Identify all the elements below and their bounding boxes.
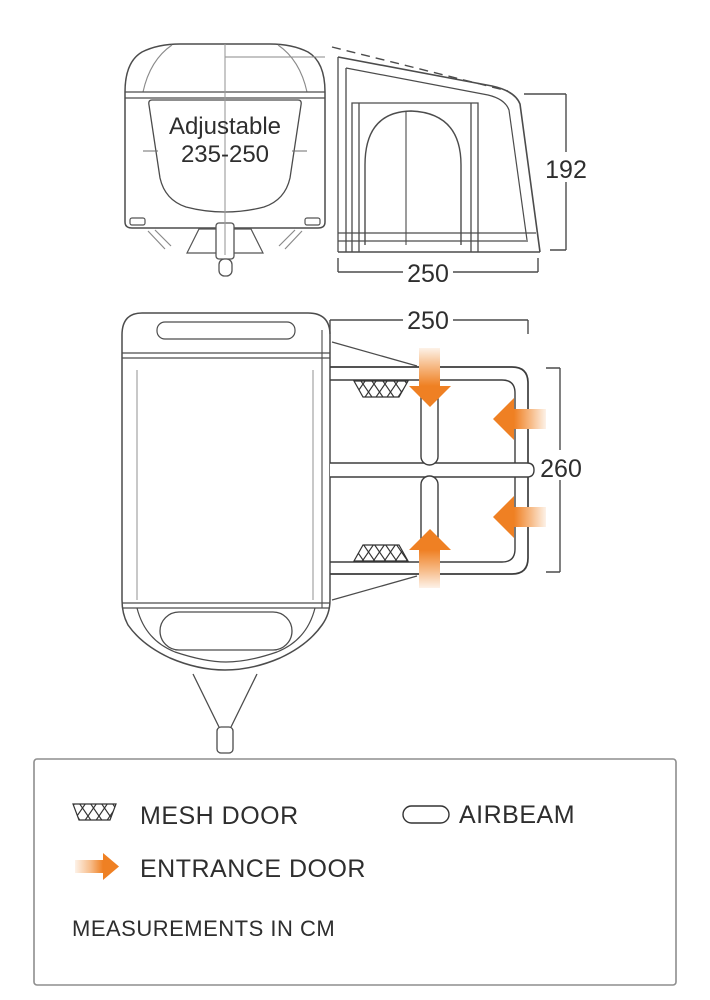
legend: MESH DOOR AIRBEAM ENTRANCE DOOR MEASUREM…	[33, 758, 677, 986]
plan-depth-dimension-mask	[403, 308, 453, 332]
plan-view-diagram: 250 260	[121, 307, 582, 754]
mesh-door-icon	[72, 803, 117, 821]
airbeam-center-tube	[330, 462, 535, 478]
depth-dimension-mask	[403, 261, 453, 285]
entrance-arrow-down-shaft	[419, 348, 440, 386]
height-dimension-mask	[547, 152, 585, 182]
entrance-arrow-left-lower	[493, 496, 546, 538]
caravan-nose-inner-curve	[136, 607, 316, 663]
caravan-hitch-coupling	[216, 726, 234, 754]
airbeam-icon	[402, 805, 450, 824]
mesh-door-marker-lower	[352, 544, 410, 562]
canopy-taper-lines	[331, 341, 418, 601]
caravan-band-lines-rear	[122, 352, 330, 359]
entrance-arrow-left-upper	[493, 398, 546, 440]
plan-depth-dimension: 250	[329, 307, 529, 335]
adjustable-label-line1: Adjustable	[169, 113, 281, 140]
mesh-door-label: MESH DOOR	[140, 802, 299, 830]
caravan-nose-window	[159, 611, 293, 651]
entrance-arrow-up-head	[409, 529, 451, 550]
caravan-roof-seams	[142, 44, 308, 93]
entrance-arrow-left-lower-head	[493, 496, 514, 538]
entrance-door-icon-head	[103, 853, 119, 880]
height-dimension-label: 192	[545, 156, 587, 184]
plan-width-dimension: 260	[538, 367, 582, 573]
entrance-door-label: ENTRANCE DOOR	[140, 855, 366, 883]
entrance-arrow-up-shaft	[419, 550, 440, 588]
entrance-arrow-left-lower-shaft	[514, 507, 546, 527]
caravan-band-lines-front	[122, 602, 330, 609]
awning-door-arch	[364, 110, 462, 245]
depth-dimension: 250	[337, 258, 539, 288]
depth-dimension-label: 250	[407, 260, 449, 288]
awning-skirt-lines	[338, 232, 536, 242]
caravan-jockey-wheel	[218, 258, 233, 277]
awning-rear-wall-lines	[337, 57, 347, 252]
plan-depth-dimension-label: 250	[407, 307, 449, 335]
caravan-interior-lines	[136, 370, 314, 600]
measurements-note: MEASUREMENTS IN CM	[72, 916, 335, 941]
legend-border	[33, 758, 677, 986]
plan-width-dimension-mask	[538, 450, 582, 480]
entrance-arrow-left-upper-shaft	[514, 409, 546, 429]
entrance-arrow-down	[409, 348, 451, 407]
caravan-drawbar	[192, 673, 258, 728]
plan-width-dimension-label: 260	[540, 455, 582, 483]
airbeam-label: AIRBEAM	[459, 801, 575, 829]
caravan-roof-window	[156, 321, 296, 340]
caravan-marker-light-right	[304, 217, 321, 226]
entrance-arrow-down-head	[409, 386, 451, 407]
entrance-door-icon-shaft	[75, 860, 103, 873]
awning-door-frame	[351, 102, 479, 252]
adjustable-label-line2: 235-250	[181, 141, 269, 168]
side-view-diagram: Adjustable 235-250 192 250	[124, 43, 587, 288]
awning-roof-outline	[337, 56, 541, 253]
height-dimension: 192	[524, 93, 587, 251]
entrance-door-icon	[75, 853, 119, 880]
caravan-marker-light-left	[129, 217, 146, 226]
awning-roof-inner-line	[345, 67, 528, 241]
mesh-door-marker-upper	[352, 380, 410, 398]
caravan-corner-steadies	[147, 229, 303, 250]
entrance-arrow-left-upper-head	[493, 398, 514, 440]
entrance-arrow-up	[409, 529, 451, 588]
